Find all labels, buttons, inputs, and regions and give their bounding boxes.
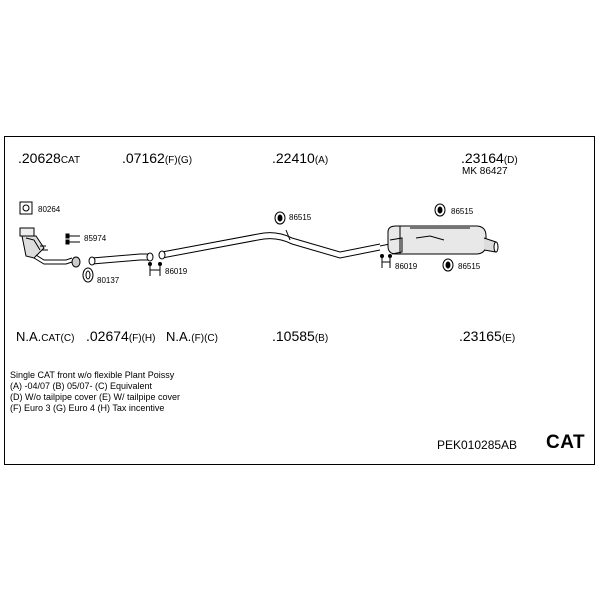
part-number-front-pipe-na: N.A.(F)(C) [166, 329, 218, 344]
part-number-middle-pipe: .22410(A) [272, 150, 329, 166]
part-label-clamp: 86515 [451, 207, 474, 216]
gasket-icon [19, 201, 33, 215]
mounting-kit-label: MK 86427 [462, 166, 508, 177]
clamp-icon [274, 211, 286, 225]
part-number-middle-pipe-alt: .10585(B) [272, 328, 329, 344]
front-pipe-icon [88, 252, 154, 266]
part-label-clamp: 86515 [289, 213, 312, 222]
part-number-rear-silencer-alt: .23165(E) [459, 328, 516, 344]
middle-pipe-icon [158, 229, 381, 260]
part-number-catalyst-na: N.A.CAT(C) [16, 329, 75, 344]
part-number-front-pipe-alt: .02674(F)(H) [86, 328, 156, 344]
note-line: (D) W/o tailpipe cover (E) W/ tailpipe c… [10, 392, 181, 402]
part-number-front-pipe: .07162(F)(G) [122, 150, 193, 166]
ring-icon [82, 267, 94, 283]
part-label-clamp: 86515 [458, 262, 481, 271]
clamp-icon [434, 203, 446, 217]
system-code: PEK010285AB [437, 438, 518, 452]
legend-notes: Single CAT front w/o flexible Plant Pois… [10, 370, 180, 414]
part-label-hanger: 86019 [395, 262, 418, 271]
hanger-icon [148, 262, 162, 276]
system-type: CAT [546, 432, 586, 453]
rear-silencer-icon [379, 225, 499, 255]
part-label-bolt: 85974 [84, 234, 107, 243]
part-number-rear-silencer: .23164(D) [461, 150, 518, 166]
hanger-icon [380, 254, 392, 268]
note-line: Single CAT front w/o flexible Plant Pois… [10, 370, 175, 380]
part-label-hanger: 86019 [165, 267, 188, 276]
note-line: (A) -04/07 (B) 05/07- (C) Equivalent [10, 381, 153, 391]
part-label-gasket: 80264 [38, 205, 61, 214]
part-number-catalyst: .20628CAT [18, 150, 81, 166]
note-line: (F) Euro 3 (G) Euro 4 (H) Tax incentive [10, 403, 165, 413]
clamp-icon [442, 258, 454, 272]
part-label-ring: 80137 [97, 276, 120, 285]
diagram-frame [4, 136, 595, 465]
catalytic-converter-icon [19, 227, 81, 268]
bolt-icon [65, 233, 80, 245]
